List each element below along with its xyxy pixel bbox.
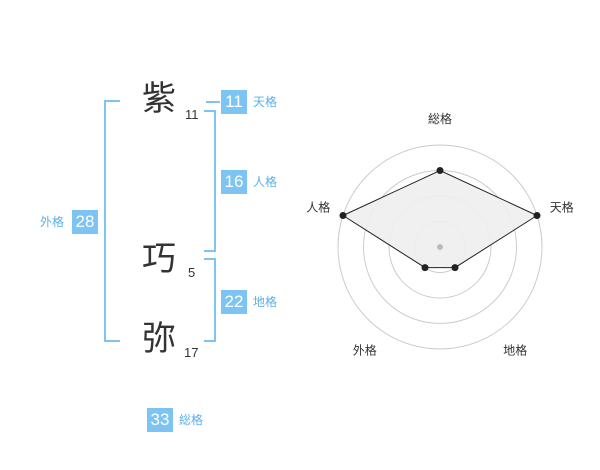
stroke-count-2: 5 <box>188 265 196 280</box>
stroke-count-3: 17 <box>184 345 199 360</box>
chikaku-label: 地格 <box>253 295 278 309</box>
tenkaku-label: 天格 <box>253 95 278 109</box>
radar-axis-label-0: 総格 <box>428 111 452 126</box>
jinkaku-bracket <box>204 110 216 252</box>
soukaku-label: 総格 <box>179 413 204 427</box>
chikaku-group: 22 地格 <box>221 290 291 314</box>
soukaku-value: 33 <box>147 408 173 432</box>
name-char-3: 弥 <box>142 319 176 359</box>
name-char-1: 紫 <box>142 79 176 119</box>
radar-points <box>339 167 541 272</box>
soukaku-group: 33 総格 <box>147 408 217 432</box>
gaikaku-label: 外格 <box>40 215 65 229</box>
radar-axis-label-4: 人格 <box>306 199 330 214</box>
radar-ring-4 <box>337 144 543 350</box>
radar-point-1 <box>533 211 541 219</box>
radar-point-0 <box>436 167 444 174</box>
radar-point-3 <box>421 264 429 272</box>
gaikaku-group: 外格 28 <box>40 210 100 234</box>
jinkaku-group: 16 人格 <box>221 170 291 194</box>
tenkaku-connector <box>206 101 220 103</box>
stroke-count-1: 11 <box>185 107 199 122</box>
tenkaku-value: 11 <box>221 90 247 114</box>
radar-point-4 <box>339 211 347 219</box>
radar-center-dot <box>437 244 443 250</box>
radar-point-2 <box>451 264 459 272</box>
radar-axis-label-2: 地格 <box>503 343 527 358</box>
gaikaku-value: 28 <box>72 210 98 234</box>
chikaku-bracket <box>204 258 216 342</box>
chikaku-value: 22 <box>221 290 247 314</box>
name-char-2: 巧 <box>142 239 176 279</box>
radar-axis-label-1: 天格 <box>550 199 574 214</box>
jinkaku-value: 16 <box>221 170 247 194</box>
radar-area <box>341 169 539 269</box>
gaikaku-bracket <box>104 100 120 342</box>
jinkaku-label: 人格 <box>253 175 278 189</box>
tenkaku-group: 11 天格 <box>221 90 291 114</box>
radar-axis-label-3: 外格 <box>353 343 377 358</box>
